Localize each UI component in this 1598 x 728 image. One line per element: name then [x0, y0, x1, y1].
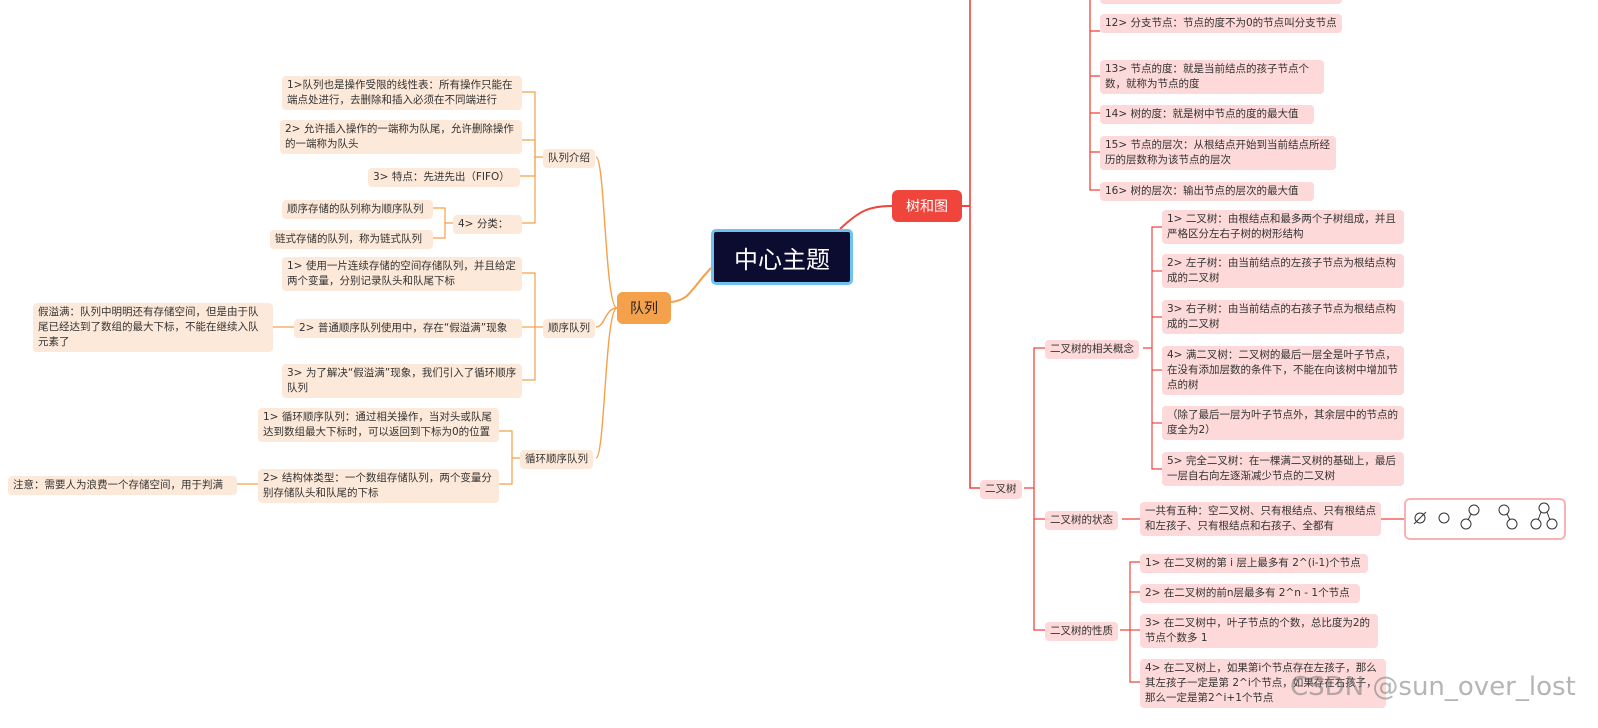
bt-property-item-3[interactable]: 3> 在二叉树中，叶子节点的个数，总比度为2的节点个数多 1 [1140, 614, 1378, 648]
bt-concept-item-5[interactable]: 5> 完全二叉树：在一棵满二叉树的基础上，最后一层自右向左逐渐减少节点的二叉树 [1162, 452, 1404, 486]
circular-queue-item-2[interactable]: 2> 结构体类型：一个数组存储队列，两个变量分别存储队头和队尾的下标 [258, 469, 499, 503]
bt-concept-item-4b[interactable]: （除了最后一层为叶子节点外，其余层中的节点的度全为2） [1162, 406, 1404, 440]
bt-concept-item-3[interactable]: 3> 右子树：由当前结点的右孩子节点为根结点构成的二叉树 [1162, 300, 1404, 334]
false-overflow-note[interactable]: 假溢满：队列中明明还有存储空间，但是由于队尾已经达到了数组的最大下标，不能在继续… [33, 303, 273, 352]
bt-concept-item-1[interactable]: 1> 二叉树：由根结点和最多两个子树组成，并且严格区分左右子树的树形结构 [1162, 210, 1404, 244]
tree-term-item-14[interactable]: 14> 树的度：就是树中节点的度的最大值 [1100, 105, 1314, 124]
watermark: CSDN @sun_over_lost [1290, 672, 1576, 702]
queue-intro-item-1[interactable]: 1>队列也是操作受限的线性表：所有操作只能在端点处进行，去删除和插入必须在不同端… [282, 76, 522, 110]
queue-intro-node[interactable]: 队列介绍 [543, 149, 595, 168]
sequential-queue-item-2[interactable]: 2> 普通顺序队列使用中，存在“假溢满”现象 [294, 319, 522, 338]
tree-graph-branch-node[interactable]: 树和图 [892, 190, 962, 222]
circular-queue-node[interactable]: 循环顺序队列 [520, 450, 593, 469]
bt-property-item-2[interactable]: 2> 在二叉树的前n层最多有 2^n - 1个节点 [1140, 584, 1360, 603]
bt-concept-item-4[interactable]: 4> 满二叉树：二叉树的最后一层全是叶子节点，在没有添加层数的条件下，不能在向该… [1162, 346, 1404, 395]
bt-concepts-node[interactable]: 二叉树的相关概念 [1045, 340, 1139, 359]
circular-queue-item-1[interactable]: 1> 循环顺序队列：通过相关操作，当对头或队尾达到数组最大下标时，可以返回到下标… [258, 408, 499, 442]
sequential-queue-item-3[interactable]: 3> 为了解决“假溢满”现象，我们引入了循环顺序队列 [282, 364, 522, 398]
bt-concept-item-2[interactable]: 2> 左子树：由当前结点的左孩子节点为根结点构成的二叉树 [1162, 254, 1404, 288]
circular-queue-note[interactable]: 注意：需要人为浪费一个存储空间，用于判满 [8, 476, 237, 495]
binary-tree-shapes-icon [1413, 502, 1558, 530]
bt-property-item-1[interactable]: 1> 在二叉树的第 i 层上最多有 2^(i-1)个节点 [1140, 554, 1368, 573]
tree-term-item-16[interactable]: 16> 树的层次：输出节点的层次的最大值 [1100, 182, 1314, 201]
queue-branch-node[interactable]: 队列 [617, 292, 671, 324]
central-topic[interactable]: 中心主题 [711, 229, 853, 285]
queue-category-item-1[interactable]: 顺序存储的队列称为顺序队列 [282, 200, 433, 219]
bt-property-item-4[interactable]: 4> 在二叉树上，如果第i个节点存在左孩子，那么其左孩子一定是第 2^i个节点，… [1140, 659, 1386, 708]
queue-category-node[interactable]: 4> 分类： [453, 215, 522, 234]
bt-state-text[interactable]: 一共有五种：空二叉树、只有根结点、只有根结点和左孩子、只有根结点和右孩子、全都有 [1140, 502, 1381, 536]
sequential-queue-item-1[interactable]: 1> 使用一片连续存储的空间存储队列，并且给定两个变量，分别记录队头和队尾下标 [282, 257, 522, 291]
tree-term-item-15[interactable]: 15> 节点的层次：从根结点开始到当前结点所经历的层数称为该节点的层次 [1100, 136, 1336, 170]
queue-intro-item-3[interactable]: 3> 特点：先进先出（FIFO） [368, 168, 520, 187]
tree-term-item-11-partial[interactable] [1100, 0, 1342, 4]
binary-tree-node[interactable]: 二叉树 [980, 480, 1022, 499]
bt-states-image [1404, 498, 1566, 540]
tree-term-item-13[interactable]: 13> 节点的度：就是当前结点的孩子节点个数，就称为节点的度 [1100, 60, 1324, 94]
bt-state-node[interactable]: 二叉树的状态 [1045, 511, 1118, 530]
tree-term-item-12[interactable]: 12> 分支节点：节点的度不为0的节点叫分支节点 [1100, 14, 1342, 33]
sequential-queue-node[interactable]: 顺序队列 [543, 319, 595, 338]
queue-category-item-2[interactable]: 链式存储的队列，称为链式队列 [270, 230, 433, 249]
queue-intro-item-2[interactable]: 2> 允许插入操作的一端称为队尾，允许删除操作的一端称为队头 [280, 120, 522, 154]
bt-properties-node[interactable]: 二叉树的性质 [1045, 622, 1118, 641]
